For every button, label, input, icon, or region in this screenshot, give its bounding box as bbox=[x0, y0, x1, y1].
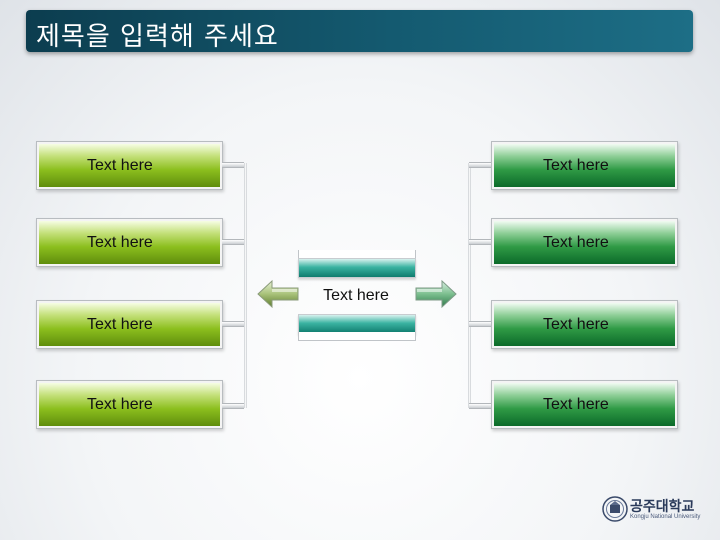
left-box-3-label[interactable]: Text here bbox=[87, 316, 153, 333]
left-box-2[interactable]: Text here bbox=[36, 218, 223, 267]
right-connector-3 bbox=[469, 321, 491, 327]
right-box-1[interactable]: Text here bbox=[491, 141, 678, 190]
right-box-1-label[interactable]: Text here bbox=[543, 157, 609, 174]
university-name-ko: 공주대학교 bbox=[630, 499, 695, 515]
left-box-2-label[interactable]: Text here bbox=[87, 234, 153, 251]
university-logo: 공주대학교 Kongju National University bbox=[602, 495, 702, 525]
right-connector-1 bbox=[469, 162, 491, 168]
center-bottom-frame bbox=[298, 332, 416, 341]
right-box-4-fill bbox=[494, 383, 675, 426]
left-connector-2 bbox=[222, 239, 244, 245]
left-box-3-fill bbox=[39, 303, 220, 346]
university-emblem-icon bbox=[602, 496, 628, 522]
university-name-en: Kongju National University bbox=[630, 514, 701, 520]
left-bracket-line bbox=[244, 163, 247, 408]
left-connector-4 bbox=[222, 403, 244, 409]
right-connector-2 bbox=[469, 239, 491, 245]
left-box-4[interactable]: Text here bbox=[36, 380, 223, 429]
left-box-1-label[interactable]: Text here bbox=[87, 157, 153, 174]
left-box-1[interactable]: Text here bbox=[36, 141, 223, 190]
right-box-4-label[interactable]: Text here bbox=[543, 396, 609, 413]
left-box-3[interactable]: Text here bbox=[36, 300, 223, 349]
center-label[interactable]: Text here bbox=[323, 287, 389, 304]
center-top-bar bbox=[298, 258, 416, 278]
left-box-2-fill bbox=[39, 221, 220, 264]
left-connector-1 bbox=[222, 162, 244, 168]
left-connector-3 bbox=[222, 321, 244, 327]
left-arrow-icon bbox=[257, 279, 299, 309]
title-bar: 제목을 입력해 주세요 bbox=[26, 10, 693, 52]
left-box-1-fill bbox=[39, 144, 220, 187]
right-box-1-fill bbox=[494, 144, 675, 187]
right-box-3-label[interactable]: Text here bbox=[543, 316, 609, 333]
right-box-2[interactable]: Text here bbox=[491, 218, 678, 267]
left-box-4-label[interactable]: Text here bbox=[87, 396, 153, 413]
right-box-3[interactable]: Text here bbox=[491, 300, 678, 349]
right-arrow-icon bbox=[415, 279, 457, 309]
right-box-4[interactable]: Text here bbox=[491, 380, 678, 429]
right-box-2-label[interactable]: Text here bbox=[543, 234, 609, 251]
right-bracket-line bbox=[468, 163, 471, 408]
left-box-4-fill bbox=[39, 383, 220, 426]
slide-title[interactable]: 제목을 입력해 주세요 bbox=[36, 22, 279, 52]
right-connector-4 bbox=[469, 403, 491, 409]
center-bottom-bar bbox=[298, 314, 416, 334]
right-box-2-fill bbox=[494, 221, 675, 264]
right-box-3-fill bbox=[494, 303, 675, 346]
